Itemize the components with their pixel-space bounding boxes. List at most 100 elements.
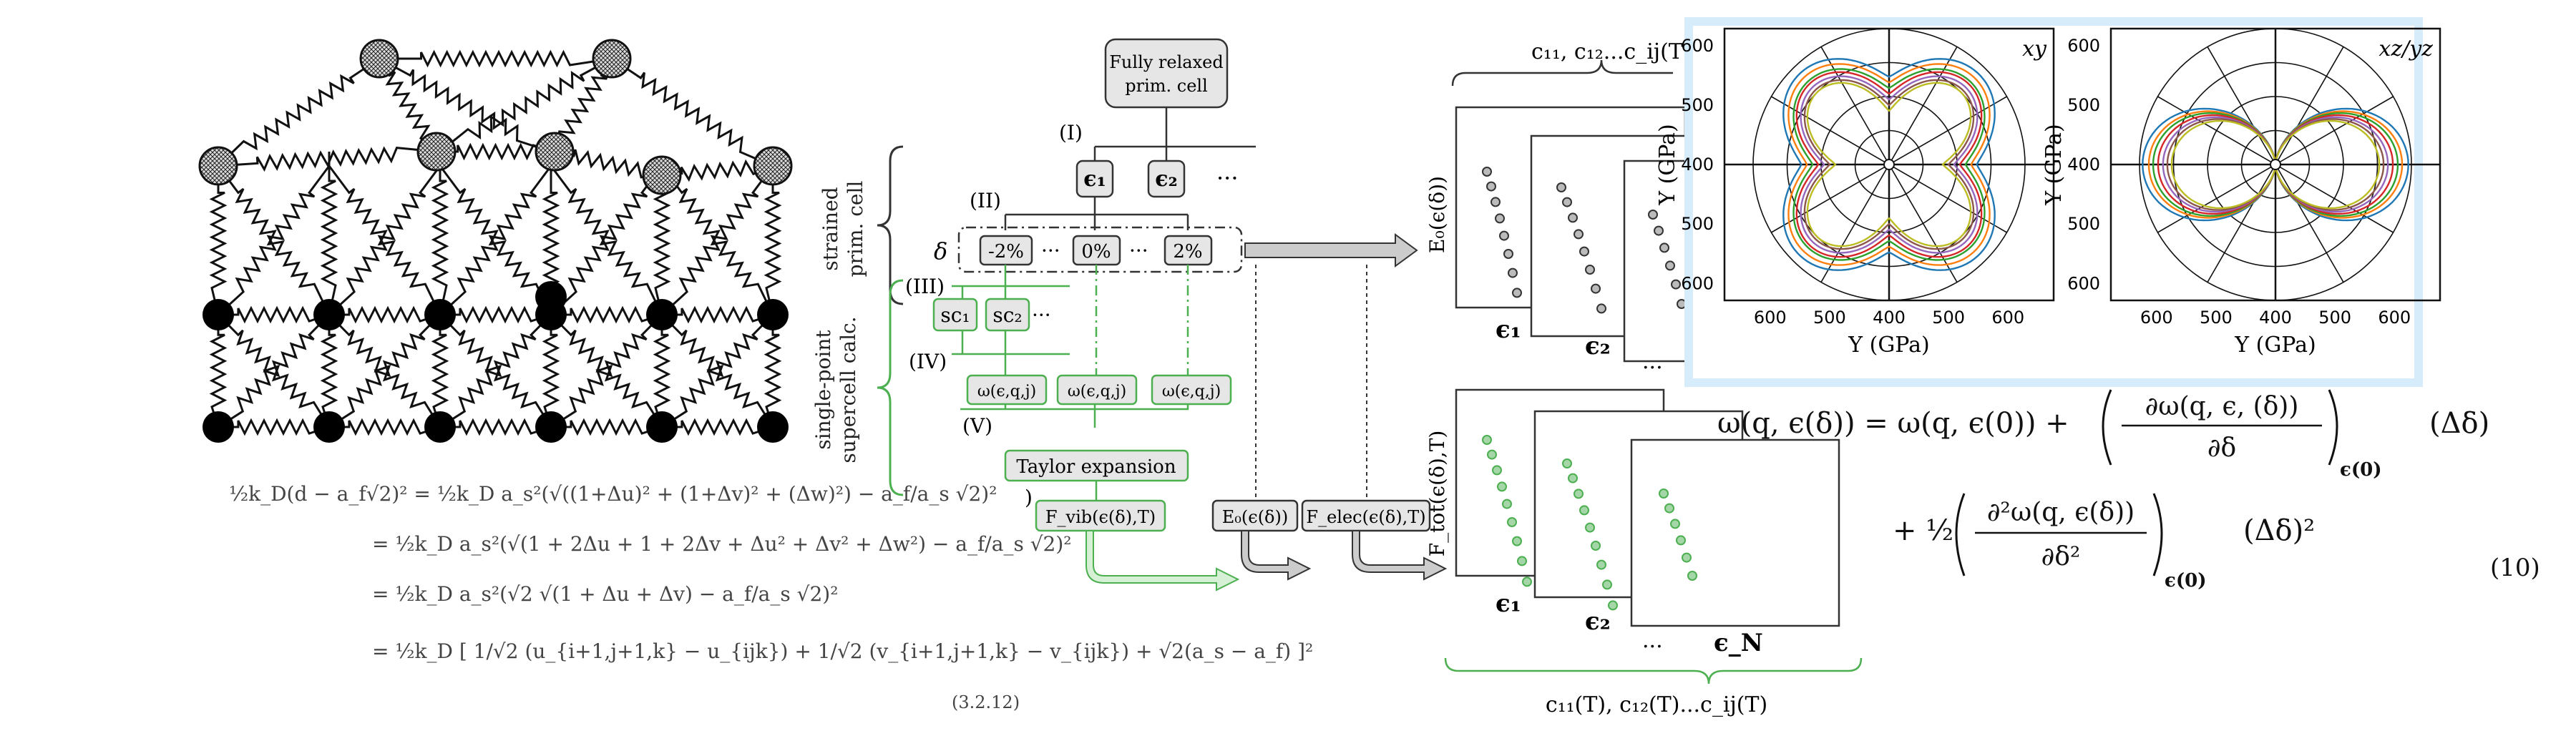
- lattice-spring: [431, 152, 449, 315]
- polar-x-tick-label: 600: [1991, 308, 2024, 328]
- energy-point: [1671, 279, 1681, 290]
- lattice-spring: [218, 146, 437, 172]
- lattice-node: [535, 411, 567, 443]
- polar-origin: [2270, 159, 2281, 170]
- lattice-node: [757, 299, 789, 330]
- lattice-spring: [440, 418, 552, 436]
- bottom-panels-title: c₁₁(T), c₁₂(T)...c_ij(T): [1546, 692, 1767, 717]
- taylor-eq-den-2: ∂δ²: [2041, 542, 2081, 571]
- energy-panels-bottom: F_tot(ϵ(δ),T) ϵ₁ ϵ₂ ... ϵ_N c₁₁(T), c₁₂(…: [1425, 388, 1863, 717]
- bottom-panels-brace: [1444, 657, 1863, 684]
- dashed-connectors: [1255, 265, 1367, 501]
- top-panel-xlabel-2: ϵ₂: [1585, 332, 1611, 360]
- taylor-eq-sub-2: ϵ(0): [2165, 570, 2207, 592]
- lattice-spring: [440, 305, 552, 324]
- arrow-e0: [1241, 530, 1312, 581]
- polar-y-label: Y (GPa): [2041, 124, 2067, 205]
- omega-box-3: [1151, 374, 1232, 406]
- energy-point: [1508, 267, 1518, 278]
- energy-point: [1585, 265, 1595, 275]
- lattice-spring: [439, 165, 552, 316]
- polar-series-curve: [2170, 119, 2381, 210]
- lattice-spring: [218, 418, 330, 436]
- taylor-eq-number: (10): [2490, 554, 2540, 582]
- paren-close-2: [2152, 493, 2163, 576]
- lattice-spring: [660, 165, 774, 316]
- lattice-spring: [218, 313, 331, 428]
- lattice-spring: [439, 313, 552, 428]
- polar-corner-label: xz/yz: [2379, 36, 2433, 62]
- energy-point: [1556, 182, 1566, 192]
- polar-x-tick-label: 600: [2140, 308, 2173, 328]
- lattice-spring: [329, 418, 441, 436]
- energy-point: [1608, 600, 1618, 611]
- energy-point: [1591, 283, 1601, 294]
- polar-series-curve: [1806, 82, 1972, 247]
- bottom-panel-xlabel-2: ϵ₂: [1585, 607, 1611, 636]
- relaxed-cell-label-2: prim. cell: [1125, 76, 1208, 96]
- lattice-spring: [611, 57, 774, 167]
- energy-point: [1517, 556, 1527, 566]
- lattice-node-hatched: [359, 39, 399, 79]
- energy-point: [1486, 181, 1496, 192]
- bottom-panel-points: [1482, 435, 1697, 611]
- energy-point: [1502, 499, 1512, 509]
- paren-close-1: [2328, 389, 2338, 466]
- lattice-spring: [542, 166, 560, 315]
- tree-level-2: [1004, 197, 1189, 230]
- energy-point: [1482, 435, 1492, 445]
- arrow-felec: [1352, 530, 1448, 581]
- lattice-spring: [431, 315, 449, 428]
- energy-point: [1664, 503, 1674, 514]
- energy-point: [1579, 505, 1589, 516]
- step-label-6: ): [1025, 486, 1033, 509]
- energy-point: [1574, 229, 1584, 240]
- bottom-panel-3: [1630, 438, 1840, 627]
- lattice-spring: [436, 142, 555, 161]
- polar-x-tick-label: 600: [2378, 308, 2411, 328]
- taylor-label: Taylor expansion: [1016, 456, 1176, 478]
- lattice-node: [646, 299, 678, 330]
- step-label-2: (II): [970, 189, 1001, 212]
- lattice-spring: [660, 313, 774, 428]
- lattice-spring: [218, 305, 330, 324]
- lattice-spring: [653, 315, 671, 428]
- energy-point: [1562, 197, 1572, 207]
- taylor-eq-lhs: ω(q, ϵ(δ)) = ω(q, ϵ(0)) +: [1717, 407, 2069, 440]
- lattice-spring: [661, 159, 774, 182]
- lattice-spring: [661, 313, 774, 428]
- e0-label: E₀(ϵ(δ)): [1222, 507, 1288, 527]
- omega-box-2-label: ω(ϵ,q,j): [1068, 383, 1126, 401]
- bottom-panel-ylabel: F_tot(ϵ(δ),T): [1425, 431, 1449, 557]
- polar-origin: [1883, 159, 1895, 170]
- delta-box-3-label: 2%: [1173, 241, 1202, 262]
- strain-box-1-label: ϵ₁: [1083, 167, 1106, 192]
- energy-point: [1495, 213, 1505, 224]
- taylor-eq-lead-2: + ½: [1893, 514, 1953, 547]
- polar-y-tick-label: 500: [2067, 95, 2100, 115]
- step-label-3: (III): [905, 275, 945, 298]
- polar-y-tick-label: 600: [1681, 273, 1714, 293]
- supercell-tree: [952, 265, 1189, 428]
- polar-series-curve: [1795, 71, 1983, 258]
- tree-level-1: [1093, 107, 1256, 161]
- polar-y-tick-label: 600: [1681, 36, 1714, 56]
- energy-point: [1596, 303, 1606, 314]
- energy-point: [1497, 481, 1507, 492]
- energy-point: [1522, 576, 1532, 587]
- step-label-1: (I): [1059, 121, 1083, 144]
- taylor-eq-num-1: ∂ω(q, ϵ, (δ)): [2145, 392, 2299, 421]
- polar-y-tick-label: 600: [2067, 36, 2100, 56]
- lattice-spring: [554, 149, 663, 179]
- energy-point: [1512, 288, 1522, 298]
- top-panels-title: c₁₁, c₁₂...c_ij(T: [1531, 39, 1683, 64]
- sc-box-2: [985, 298, 1030, 332]
- polar-series-curve: [1787, 63, 1991, 266]
- energy-point: [1512, 536, 1522, 546]
- fvib-label: F_vib(ϵ(δ),T): [1045, 507, 1156, 527]
- taylor-eq-den-1: ∂δ: [2207, 433, 2236, 463]
- workflow-diagram: strained prim. cell single-point superce…: [811, 38, 1448, 592]
- paren-open-1: [2102, 389, 2112, 466]
- energy-point: [1596, 559, 1606, 570]
- energy-point: [1602, 579, 1612, 590]
